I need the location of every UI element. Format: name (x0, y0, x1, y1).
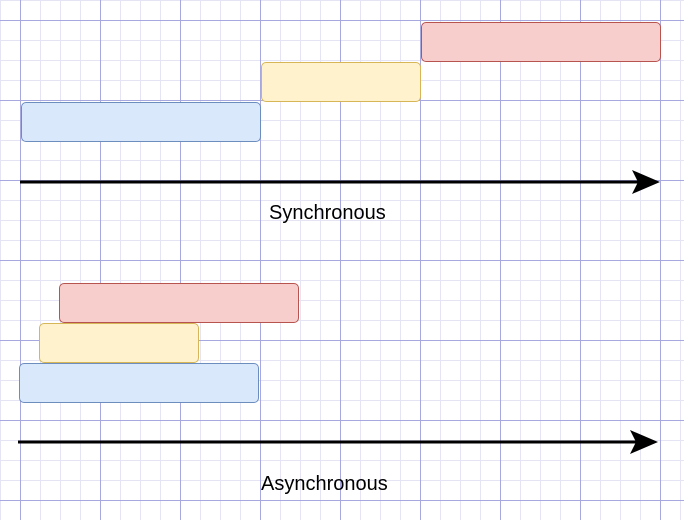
sync-yellow-task-bar (261, 62, 421, 102)
sync-blue-task-bar (21, 102, 261, 142)
sync-red-task-bar (421, 22, 661, 62)
async-red-task-bar (59, 283, 299, 323)
synchronous-label: Synchronous (269, 202, 386, 224)
asynchronous-label: Asynchronous (261, 473, 388, 495)
async-blue-task-bar (19, 363, 259, 403)
async-yellow-task-bar (39, 323, 199, 363)
